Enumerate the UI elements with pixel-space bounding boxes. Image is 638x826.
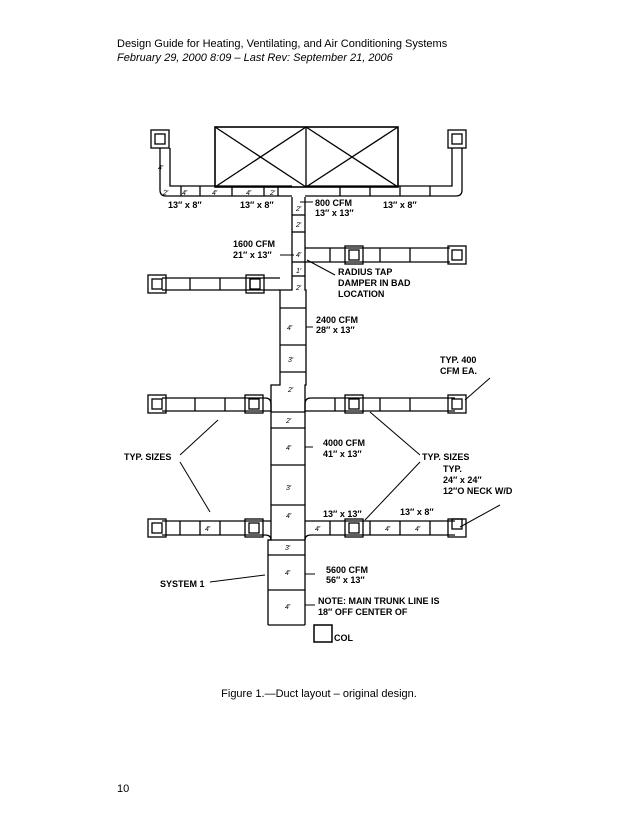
radius-tap-note: RADIUS TAP xyxy=(338,267,392,277)
diffuser xyxy=(150,129,170,149)
typ-sizes-left: TYP. SIZES xyxy=(124,452,171,462)
diffuser xyxy=(344,394,364,414)
typ-sizes-right: TYP. SIZES xyxy=(422,452,469,462)
segment-label: 4′ xyxy=(286,445,292,452)
cfm-label-2400: 2400 CFM xyxy=(316,315,358,325)
size-label: 13″ x 13″ xyxy=(323,509,362,519)
cfm-label-800: 800 CFM xyxy=(315,198,352,208)
column-label: COL xyxy=(334,633,354,643)
diffuser xyxy=(344,518,364,538)
segment-label: 2′ xyxy=(162,190,169,197)
diffuser xyxy=(147,518,167,538)
column-box xyxy=(313,624,333,643)
diffuser xyxy=(344,245,364,265)
segment-label: 4′ xyxy=(315,526,321,533)
segment-label: 4′ xyxy=(287,325,293,332)
segment-label: 2′ xyxy=(287,387,294,394)
cfm-size-5600: 56″ x 13″ xyxy=(326,575,365,585)
segment-label: 3′ xyxy=(285,545,291,552)
cfm-size-4000: 41″ x 13″ xyxy=(323,449,362,459)
main-trunk xyxy=(267,197,307,626)
diffuser xyxy=(447,518,467,538)
segment-label: 4′ xyxy=(385,526,391,533)
size-label: 13″ x 8″ xyxy=(400,507,434,517)
system-label: SYSTEM 1 xyxy=(160,579,205,589)
figure-caption: Figure 1.—Duct layout – original design. xyxy=(221,688,417,700)
diffuser xyxy=(447,394,467,414)
segment-label: 4′ xyxy=(286,513,292,520)
typ-400-note: TYP. 400 xyxy=(440,355,476,365)
diffuser xyxy=(244,394,264,414)
segment-label: 1′ xyxy=(296,268,302,275)
segment-label: 4′ xyxy=(205,526,211,533)
segment-label: 4′ xyxy=(158,165,164,172)
typ-diffuser-note: 12″O NECK W/D xyxy=(443,486,513,496)
diffuser xyxy=(244,518,264,538)
document-header-title: Design Guide for Heating, Ventilating, a… xyxy=(117,38,448,50)
branch-row-1 xyxy=(162,247,450,291)
segment-label: 3′ xyxy=(288,357,294,364)
segment-label: 2′ xyxy=(285,418,292,425)
cfm-label-1600: 1600 CFM xyxy=(233,239,275,249)
trunk-note: 18″ OFF CENTER OF xyxy=(318,607,408,617)
segment-label: 4′ xyxy=(296,252,302,259)
trunk-note: NOTE: MAIN TRUNK LINE IS xyxy=(318,596,440,606)
cfm-label-5600: 5600 CFM xyxy=(326,565,368,575)
segment-label: 4′ xyxy=(212,190,218,197)
radius-tap-note: LOCATION xyxy=(338,289,384,299)
cfm-size-800: 13″ x 13″ xyxy=(315,208,354,218)
segment-label: 3′ xyxy=(286,485,292,492)
segment-label: 4′ xyxy=(285,570,291,577)
segment-label: 4′ xyxy=(182,190,188,197)
typ-diffuser-note: TYP. xyxy=(443,464,462,474)
cfm-label-4000: 4000 CFM xyxy=(323,438,365,448)
diffuser xyxy=(147,274,167,294)
segment-label: 2′ xyxy=(295,222,302,229)
segment-label: 2′ xyxy=(295,206,302,213)
typ-diffuser-note: 24″ x 24″ xyxy=(443,475,482,485)
diffuser xyxy=(245,274,265,294)
branch-row-2 xyxy=(162,397,455,412)
size-label: 13″ x 8″ xyxy=(383,200,417,210)
segment-label: 4′ xyxy=(415,526,421,533)
segment-label: 4′ xyxy=(285,604,291,611)
document-header-subtitle: February 29, 2000 8:09 – Last Rev: Septe… xyxy=(117,52,393,64)
diffuser xyxy=(447,129,467,149)
diffuser xyxy=(147,394,167,414)
branch-row-3 xyxy=(162,520,455,541)
radius-tap-note: DAMPER IN BAD xyxy=(338,278,411,288)
diffuser xyxy=(447,245,467,265)
segment-label: 2′ xyxy=(295,285,302,292)
size-label: 13″ x 8″ xyxy=(240,200,274,210)
top-branch-duct xyxy=(159,148,463,197)
cfm-size-1600: 21″ x 13″ xyxy=(233,250,272,260)
segment-label: 4′ xyxy=(246,190,252,197)
page-number: 10 xyxy=(117,783,130,795)
typ-400-note: CFM EA. xyxy=(440,366,477,376)
size-label: 13″ x 8″ xyxy=(168,200,202,210)
segment-label: 2′ xyxy=(269,190,276,197)
cfm-size-2400: 28″ x 13″ xyxy=(316,325,355,335)
